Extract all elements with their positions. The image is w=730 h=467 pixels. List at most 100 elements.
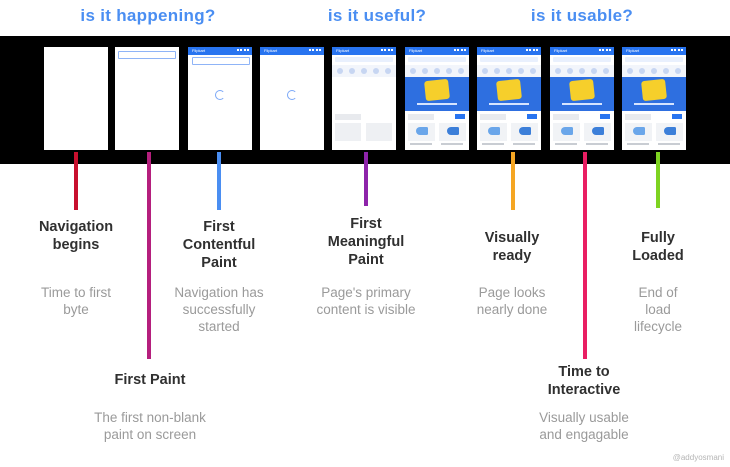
milestone-label-first-contentful-paint: First Contentful Paint — [182, 219, 256, 271]
filmstrip-frame: Flipkart — [260, 47, 324, 150]
product-placeholder — [335, 123, 361, 141]
milestone-label-first-paint: First Paint — [114, 372, 186, 388]
milestone-desc-first-meaningful-paint: Page's primary content is visible — [316, 285, 416, 317]
milestone-label-fully-loaded: Fully Loaded — [632, 230, 684, 264]
milestone-line-fully-loaded — [656, 152, 660, 208]
app-bar: Flipkart — [550, 47, 614, 55]
milestone-line-visually-ready — [511, 152, 515, 210]
iron-icon — [592, 127, 604, 135]
phase-label-useful: is it useful? — [327, 6, 427, 25]
toolbar-icons — [237, 49, 249, 54]
filmstrip-frame: Flipkart — [405, 47, 469, 150]
milestone-desc-time-to-interactive: Visually usable and engagable — [539, 410, 629, 442]
iron-icon — [519, 127, 531, 135]
milestone-line-time-to-interactive — [583, 152, 587, 359]
search-box — [408, 57, 466, 62]
milestone-desc-navigation-begins: Time to first byte — [40, 285, 112, 317]
milestone-desc-first-paint: The first non-blank paint on screen — [94, 410, 206, 442]
iron-icon — [561, 127, 573, 135]
milestone-label-time-to-interactive: Time to Interactive — [547, 364, 621, 398]
app-bar: Flipkart — [332, 47, 396, 55]
milestone-label-first-meaningful-paint: First Meaningful Paint — [327, 216, 405, 268]
milestone-label-visually-ready: Visually ready — [484, 230, 540, 264]
filmstrip-frame: Flipkart — [622, 47, 686, 150]
search-box — [118, 51, 176, 59]
category-row — [550, 65, 614, 77]
search-box — [192, 57, 250, 65]
app-bar: Flipkart — [188, 47, 252, 55]
toolbar-icons — [671, 49, 683, 54]
milestone-line-first-paint — [147, 152, 151, 359]
sale-badge-icon — [496, 78, 522, 102]
product-row — [553, 123, 611, 147]
view-all-button — [455, 114, 465, 119]
sale-badge-icon — [569, 78, 595, 102]
deals-header — [335, 114, 361, 120]
sale-badge-icon — [641, 78, 667, 102]
phase-label-happening: is it happening? — [80, 6, 216, 25]
filmstrip: Flipkart Flipkart Flipkart Flipkart Flipkart… — [0, 36, 730, 164]
category-row — [405, 65, 469, 77]
app-bar: Flipkart — [622, 47, 686, 55]
filmstrip-frame: Flipkart — [188, 47, 252, 150]
toolbar-icons — [454, 49, 466, 54]
milestone-label-navigation-begins: Navigation begins — [38, 219, 114, 253]
phase-label-usable: is it usable? — [530, 6, 634, 25]
category-row — [622, 65, 686, 77]
milestone-desc-first-contentful-paint: Navigation has successfully started — [174, 285, 264, 334]
iron-icon — [447, 127, 459, 135]
iron-icon — [633, 127, 645, 135]
milestone-line-first-meaningful-paint — [364, 152, 368, 206]
filmstrip-frame — [44, 47, 108, 150]
product-placeholder — [366, 123, 392, 141]
deals-header — [625, 114, 651, 120]
app-bar-title: Flipkart — [481, 48, 495, 53]
app-bar: Flipkart — [405, 47, 469, 55]
category-row — [477, 65, 541, 77]
search-box — [553, 57, 611, 62]
view-all-button — [527, 114, 537, 119]
app-bar-title: Flipkart — [626, 48, 640, 53]
search-box — [625, 57, 683, 62]
author-credit: @addyosmani — [672, 453, 724, 462]
toolbar-icons — [526, 49, 538, 54]
deals-header — [480, 114, 506, 120]
view-all-button — [600, 114, 610, 119]
filmstrip-frame: Flipkart — [477, 47, 541, 150]
search-box — [335, 57, 393, 62]
iron-icon — [416, 127, 428, 135]
milestone-desc-visually-ready: Page looks nearly done — [476, 285, 548, 317]
category-row — [332, 65, 396, 77]
filmstrip-frame: Flipkart — [332, 47, 396, 150]
banner-text-line — [562, 103, 602, 105]
app-bar-title: Flipkart — [336, 48, 350, 53]
filmstrip-frame: Flipkart — [550, 47, 614, 150]
app-bar: Flipkart — [260, 47, 324, 55]
view-all-button — [672, 114, 682, 119]
iron-icon — [488, 127, 500, 135]
app-bar-title: Flipkart — [264, 48, 278, 53]
product-row — [408, 123, 466, 147]
banner-text-line — [417, 103, 457, 105]
iron-icon — [664, 127, 676, 135]
app-bar-title: Flipkart — [192, 48, 206, 53]
sale-badge-icon — [424, 78, 450, 102]
milestone-line-first-contentful-paint — [217, 152, 221, 210]
loading-spinner-icon — [287, 90, 297, 100]
app-bar: Flipkart — [477, 47, 541, 55]
banner-text-line — [489, 103, 529, 105]
loading-spinner-icon — [215, 90, 225, 100]
milestone-desc-fully-loaded: End of load lifecycle — [633, 285, 682, 334]
app-bar-title: Flipkart — [409, 48, 423, 53]
product-row — [480, 123, 538, 147]
deals-header — [553, 114, 579, 120]
banner-text-line — [634, 103, 674, 105]
app-bar-title: Flipkart — [554, 48, 568, 53]
toolbar-icons — [309, 49, 321, 54]
filmstrip-frame — [115, 47, 179, 150]
search-box — [480, 57, 538, 62]
toolbar-icons — [599, 49, 611, 54]
deals-header — [408, 114, 434, 120]
product-row — [625, 123, 683, 147]
toolbar-icons — [381, 49, 393, 54]
